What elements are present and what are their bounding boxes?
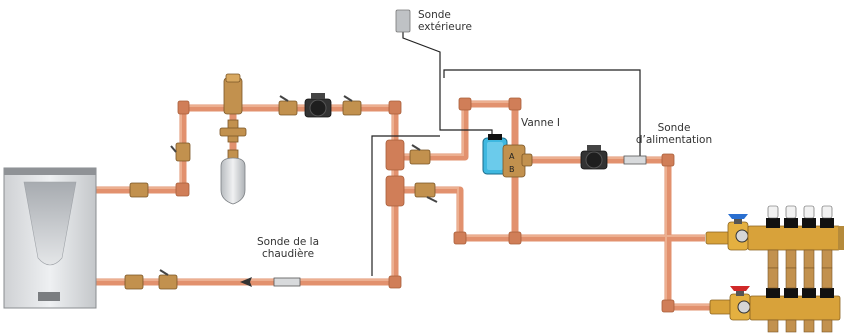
supply-sensor-label: Sonde d’alimentation bbox=[624, 122, 724, 146]
ball-valve-6 bbox=[414, 182, 438, 203]
port-a-label: A bbox=[509, 152, 515, 161]
boiler-sensor-label-line1: Sonde de la bbox=[256, 236, 320, 248]
ball-valve-3 bbox=[158, 269, 178, 290]
riser-tees bbox=[385, 139, 405, 207]
boiler-sensor-label-line2: chaudière bbox=[261, 248, 315, 260]
mixing-valve bbox=[482, 134, 533, 178]
boiler-sensor-wire bbox=[371, 135, 440, 276]
outdoor-sensor-label: Sonde extérieure bbox=[418, 9, 472, 33]
mixing-valve-label: Vanne I bbox=[521, 117, 561, 129]
ball-valve-4 bbox=[170, 142, 191, 162]
outdoor-sensor bbox=[395, 9, 411, 33]
circulator-pump-2 bbox=[580, 145, 608, 170]
manifold-supply-pipe bbox=[522, 156, 710, 311]
outdoor-sensor-wire bbox=[402, 30, 493, 136]
ball-valve-2 bbox=[342, 95, 362, 116]
ball-valves bbox=[158, 95, 438, 290]
ball-valve-5 bbox=[409, 144, 431, 165]
supply-sensor bbox=[623, 155, 647, 165]
circulator-pump-1 bbox=[304, 93, 332, 118]
outdoor-sensor-label-line1: Sonde bbox=[418, 9, 451, 21]
ball-valve-1 bbox=[278, 95, 298, 116]
supply-sensor-label-line1: Sonde bbox=[657, 122, 691, 134]
boiler-sensor-label: Sonde de la chaudière bbox=[246, 236, 330, 260]
supply-manifold bbox=[705, 205, 844, 269]
expansion-tank bbox=[220, 149, 246, 205]
air-separator bbox=[219, 73, 247, 143]
pipe-fittings bbox=[175, 97, 675, 313]
boiler bbox=[3, 167, 97, 309]
return-manifold bbox=[709, 267, 841, 333]
port-b-label: B bbox=[509, 165, 515, 174]
supply-sensor-label-line2: d’alimentation bbox=[635, 134, 713, 146]
controller-wire bbox=[443, 69, 641, 160]
boiler-sensor bbox=[273, 277, 301, 287]
manifold-return-pipe bbox=[395, 186, 705, 242]
flow-arrow-icon bbox=[240, 277, 252, 287]
boiler-unions bbox=[124, 182, 149, 290]
control-wiring bbox=[371, 30, 641, 276]
outdoor-sensor-label-line2: extérieure bbox=[418, 21, 472, 33]
